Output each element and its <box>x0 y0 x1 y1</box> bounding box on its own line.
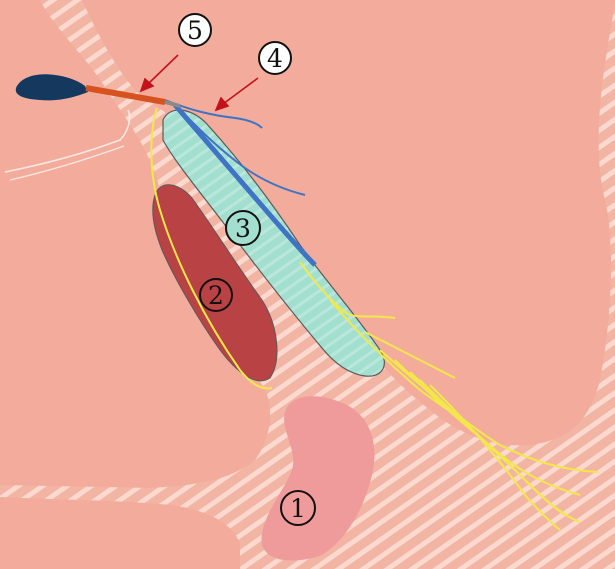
label-5-text: 5 <box>187 16 203 45</box>
label-1-text: 1 <box>290 494 306 523</box>
label-3: 3 <box>226 211 260 245</box>
label-4: 4 <box>259 42 291 74</box>
label-1: 1 <box>281 491 315 525</box>
label-4-text: 4 <box>267 44 283 73</box>
label-3-text: 3 <box>235 214 251 243</box>
label-2-text: 2 <box>208 281 224 310</box>
label-5: 5 <box>179 14 211 46</box>
label-2: 2 <box>200 279 232 311</box>
